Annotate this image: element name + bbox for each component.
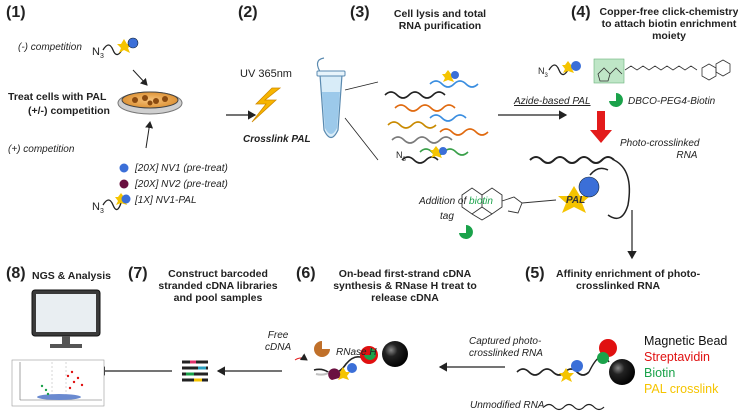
- tube-icon: [316, 57, 346, 139]
- biotin-tag-icon: [459, 225, 473, 239]
- azide-label: N3: [92, 46, 104, 61]
- cell-dish-icon: [117, 91, 183, 115]
- azide-label-3: N3: [396, 150, 406, 163]
- nv1-pal-probe: [102, 193, 131, 211]
- step-7-number: (7): [128, 265, 148, 282]
- unmodified-rna-strand: [543, 403, 605, 411]
- step-2-number: (2): [238, 4, 258, 21]
- step-6-number: (6): [296, 265, 316, 282]
- step-5-title: Affinity enrichment of photo-crosslinked…: [556, 268, 701, 293]
- nv1-pretreat-label: [20X] NV1 (pre-treat): [135, 163, 228, 174]
- step-5-number: (5): [525, 265, 545, 282]
- treat-cells-line-2: (+/-) competition: [28, 105, 110, 117]
- neg-competition-label: (-) competition: [18, 42, 82, 53]
- captured-rna-bead: [516, 339, 635, 385]
- dbco-peg4-biotin-structure: [593, 58, 731, 84]
- lightning-bolt-icon: [251, 87, 282, 123]
- red-down-arrow: [590, 111, 612, 143]
- computer-monitor-icon: [31, 289, 101, 348]
- nv1-molecule-icon: [119, 163, 129, 173]
- azide-pal-molecule: [548, 61, 581, 76]
- azide-label-4: N3: [538, 66, 548, 79]
- step-8-title: NGS & Analysis: [32, 270, 111, 282]
- cdna-bead-complex: [313, 341, 408, 380]
- barcoded-library-strands: [182, 360, 208, 382]
- crosslink-pal-label: Crosslink PAL: [243, 134, 311, 145]
- nv2-pretreat-label: [20X] NV2 (pre-treat): [135, 179, 228, 190]
- biotin-pacman-icon: [609, 93, 623, 107]
- tag-label: tag: [440, 211, 454, 222]
- photo-crosslinked-rna: [461, 156, 631, 221]
- azide-pal-label: Azide-based PAL: [514, 96, 591, 107]
- step-8-number: (8): [6, 265, 26, 282]
- nv1-pal-label: [1X] NV1-PAL: [135, 195, 197, 206]
- step-1-number: (1): [6, 4, 26, 21]
- azide-label-2: N3: [92, 201, 104, 216]
- pal-tag-label: PAL: [566, 195, 586, 206]
- unmodified-rna-label: Unmodified RNA: [470, 400, 545, 411]
- volcano-plot-thumbnail: [11, 359, 105, 407]
- legend-streptavidin: Streptavidin: [644, 350, 711, 364]
- nv2-molecule-icon: [119, 179, 129, 189]
- neg-competition-probe: [102, 37, 139, 56]
- legend-pal: PAL crosslink: [644, 382, 719, 396]
- step-3-number: (3): [350, 4, 370, 21]
- uv-label: UV 365nm: [240, 68, 292, 80]
- addition-biotin-label: Addition of biotin: [419, 196, 493, 207]
- captured-rna-label: Captured photo-crosslinked RNA: [469, 336, 543, 359]
- step-4-number: (4): [571, 4, 591, 21]
- rnase-h-icon: [314, 341, 330, 357]
- legend-bead: Magnetic Bead: [644, 334, 728, 348]
- dbco-label: DBCO-PEG4-Biotin: [628, 96, 716, 107]
- treat-cells-line-1: Treat cells with PAL: [8, 91, 107, 103]
- rna-mixture: [384, 80, 489, 164]
- rnase-h-label: RNase H: [336, 347, 377, 358]
- pos-competition-label: (+) competition: [8, 144, 75, 155]
- legend-biotin: Biotin: [644, 366, 676, 380]
